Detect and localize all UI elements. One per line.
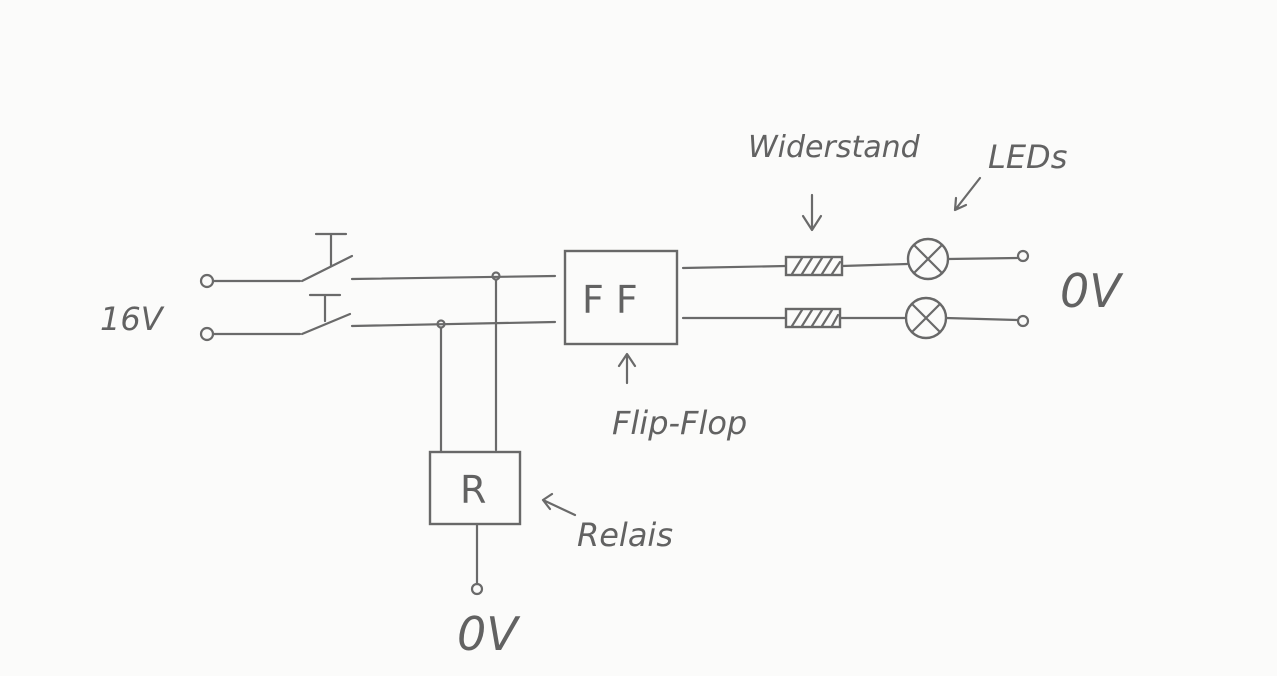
resistor-label: Widerstand bbox=[748, 130, 921, 165]
relay-box-label: R bbox=[460, 468, 486, 512]
relay-box: R bbox=[428, 450, 522, 526]
supply-voltage-label: 16V bbox=[100, 300, 165, 338]
output-terminal-top bbox=[1016, 249, 1030, 263]
wire-to-led-top bbox=[840, 262, 909, 268]
led-out-wire-top bbox=[946, 256, 1019, 261]
led-bottom bbox=[904, 296, 948, 340]
flipflop-box: F F bbox=[563, 249, 679, 346]
switch-bottom bbox=[211, 293, 557, 336]
relay-ground-terminal bbox=[470, 582, 484, 596]
resistor-top bbox=[784, 255, 844, 277]
output-wire-top bbox=[681, 264, 788, 270]
flipflop-box-label: F F bbox=[582, 278, 638, 322]
led-out-wire-bottom bbox=[944, 316, 1019, 322]
flipflop-arrow bbox=[617, 352, 637, 385]
switch-top bbox=[211, 232, 557, 283]
bottom-ground-label: 0V bbox=[457, 607, 521, 661]
relay-label: Relais bbox=[577, 516, 673, 554]
led-label: LEDs bbox=[988, 138, 1067, 176]
input-terminal-bottom bbox=[199, 326, 215, 342]
flipflop-label: Flip-Flop bbox=[612, 404, 747, 442]
input-terminal-top bbox=[199, 273, 215, 289]
output-terminal-bottom bbox=[1016, 314, 1030, 328]
resistor-arrow bbox=[801, 193, 823, 232]
led-top bbox=[906, 237, 950, 281]
right-ground-label: 0V bbox=[1060, 264, 1124, 318]
resistor-bottom bbox=[784, 307, 842, 329]
relay-arrow bbox=[541, 492, 577, 517]
led-arrow bbox=[953, 176, 982, 212]
